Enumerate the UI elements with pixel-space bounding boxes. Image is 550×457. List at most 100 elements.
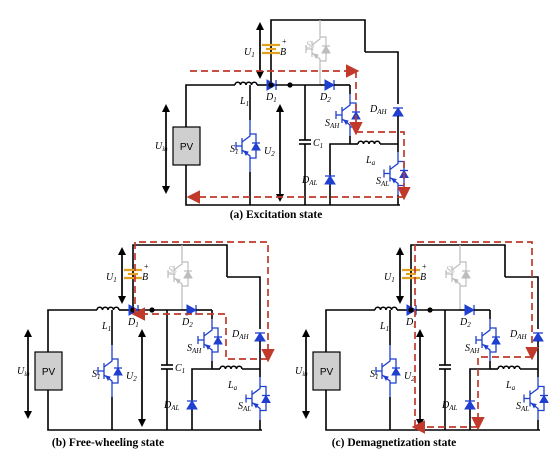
wire-pv-top [325, 309, 375, 352]
label-d1-main: D [127, 317, 136, 328]
label-b: B [142, 272, 148, 283]
label-l1-main: L [101, 321, 108, 332]
label-u2: U2 [404, 371, 415, 383]
label-s1-sub: 1 [235, 148, 239, 156]
diode-d2 [464, 304, 476, 316]
label-s2: S2 [168, 265, 177, 277]
node-dot [149, 307, 155, 313]
arrow-uin-head-down [302, 411, 310, 419]
label-u2-sub: 2 [271, 150, 275, 158]
wire-dal [469, 368, 490, 430]
arrow-uin [24, 329, 32, 419]
diode-dah [254, 332, 266, 342]
label-sah: SAH [187, 343, 202, 355]
label-sah-main: S [325, 118, 330, 129]
switch-sal-arrow [391, 177, 397, 184]
label-d1-main: D [265, 92, 274, 103]
label-dal-sub: AL [170, 404, 179, 412]
switch-sal-diode [539, 394, 549, 403]
battery-b-plus: + [144, 262, 149, 271]
diode-dal [186, 400, 198, 410]
switch-sah-diode [491, 335, 501, 345]
inductor-l1 [234, 81, 258, 86]
arrow-u1 [118, 247, 126, 304]
label-sal-main: S [376, 176, 381, 187]
label-s2-sub: 2 [311, 44, 315, 52]
switch-s2-arrow [313, 53, 319, 59]
label-sal-main: S [238, 401, 243, 412]
label-la: La [227, 380, 238, 392]
current-path-0 [414, 241, 539, 427]
arrow-uin [302, 329, 310, 419]
label-la: La [505, 380, 516, 392]
label-uin-main: U [155, 141, 163, 152]
caption-b: (b) Free-wheeling state [52, 437, 164, 449]
switch-sah-collector [481, 319, 491, 337]
pv-label: PV [180, 142, 194, 153]
node-dot [287, 82, 293, 88]
arrow-u1 [396, 247, 404, 304]
label-la-sub: a [512, 384, 516, 392]
node-dot [268, 82, 274, 88]
switch-sal-diode [261, 394, 271, 403]
arrow-u2-head-up [276, 104, 284, 112]
switch-sal-collector [251, 377, 261, 396]
label-l1-main: L [379, 321, 386, 332]
label-u2-main: U [264, 146, 272, 157]
label-dal-main: D [301, 175, 310, 186]
switch-s1-collector [103, 345, 113, 368]
switch-sal-collector [529, 377, 539, 396]
label-uin-sub: in [302, 370, 308, 378]
arrow-u1-head-up [118, 247, 126, 255]
switch-s2-arrow [175, 278, 181, 284]
switch-sah-arrow [343, 119, 349, 125]
switch-sal [245, 377, 271, 420]
label-la-main: L [227, 380, 234, 391]
current-path-0 [134, 241, 275, 363]
switch-sah-arrow [483, 344, 489, 350]
inductor-la [357, 140, 381, 145]
label-la-sub: a [234, 384, 238, 392]
label-l1: L1 [379, 321, 389, 333]
wire-dal [191, 368, 212, 430]
arrow-u1-head-down [256, 71, 264, 79]
label-c1-main: C [313, 138, 320, 149]
label-u1-sub: 1 [251, 51, 255, 59]
inductor-l1 [374, 306, 398, 311]
battery-b-plus: + [282, 37, 287, 46]
label-sah-main: S [465, 343, 470, 354]
label-dal-sub: AL [308, 179, 317, 187]
label-c1: C1 [313, 138, 323, 150]
label-dah-sub: AH [516, 333, 527, 341]
arrow-u1-head-up [396, 247, 404, 255]
label-u1: U1 [106, 272, 117, 284]
arrow-u2-head-down [416, 419, 424, 427]
label-d1: D1 [265, 92, 277, 104]
current-path-1 [131, 307, 268, 360]
arrow-u2-head-down [276, 194, 284, 202]
switch-sal-arrow [531, 402, 537, 409]
switch-sal-collector [389, 152, 399, 171]
battery-b: + [124, 262, 149, 280]
switch-sal [523, 377, 549, 420]
switch-s2-diode [321, 44, 331, 54]
label-u2: U2 [264, 146, 275, 158]
switch-s2-diode [461, 269, 471, 279]
switch-s2-collector [173, 259, 183, 271]
label-dah: DAH [509, 329, 528, 341]
capacitor-c1 [439, 364, 451, 370]
capacitor-c1 [161, 364, 173, 370]
label-sal-sub: AL [242, 405, 251, 413]
switch-sah [197, 319, 223, 361]
label-u1: U1 [244, 47, 255, 59]
diode-d2-body [324, 79, 336, 91]
diode-dah-body [392, 107, 404, 117]
label-s1-main: S [230, 144, 235, 155]
label-s1: S1 [370, 369, 379, 381]
switch-s2 [445, 259, 471, 289]
label-d2: D2 [319, 92, 331, 104]
